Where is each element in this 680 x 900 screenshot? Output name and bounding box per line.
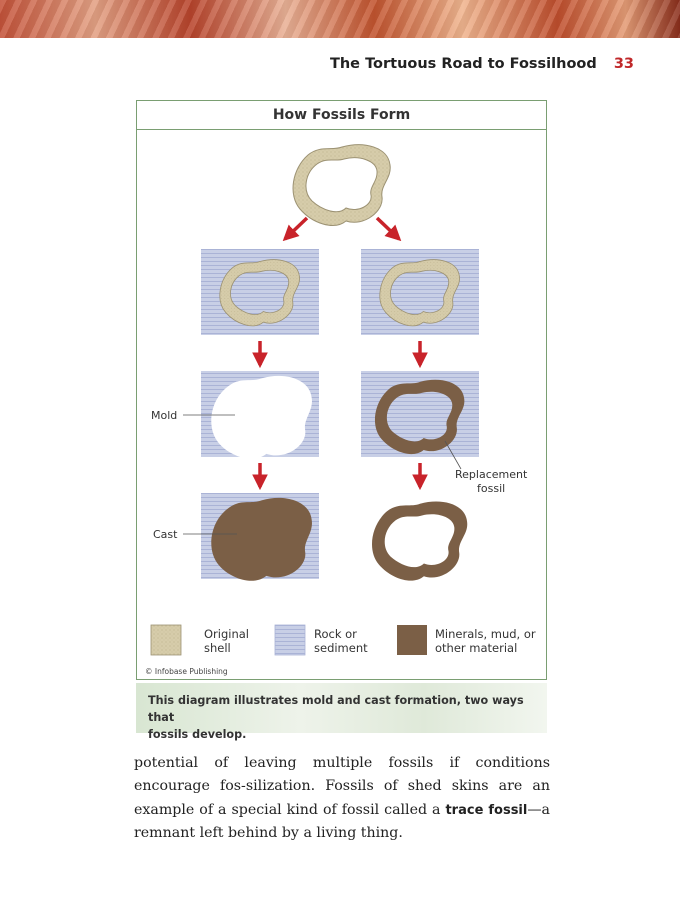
copyright-credit: © Infobase Publishing xyxy=(145,667,228,676)
running-head: The Tortuous Road to Fossilhood 33 xyxy=(330,56,634,72)
running-title: The Tortuous Road to Fossilhood xyxy=(329,56,597,72)
body-paragraph: potential of leaving multiple fossils if… xyxy=(134,755,550,841)
mold-cavity xyxy=(211,375,312,459)
arrow-right-branch xyxy=(375,216,402,242)
page-number: 33 xyxy=(613,56,634,72)
legend-swatch-mineral xyxy=(397,625,427,655)
header-banner-image xyxy=(0,0,680,38)
fossil-diagram: How Fossils Form xyxy=(136,100,547,680)
diagram-title: How Fossils Form xyxy=(137,101,546,130)
arrow-left-branch xyxy=(282,216,309,242)
mold-label: Mold xyxy=(151,409,178,422)
replacement-fossil-freed xyxy=(372,501,468,581)
trace-fossil-term: trace fossil xyxy=(445,802,528,818)
diagram-graphic xyxy=(150,144,479,656)
figure-caption: This diagram illustrates mold and cast f… xyxy=(136,683,547,741)
original-shell xyxy=(292,144,391,226)
cast-label: Cast xyxy=(153,528,178,541)
legend-swatch-sediment xyxy=(274,624,306,656)
cast-fill xyxy=(211,497,312,581)
replacement-leader-line xyxy=(444,440,462,470)
replacement-fossil-label: Replacement fossil xyxy=(455,468,528,495)
legend-swatch-shell xyxy=(150,624,182,656)
